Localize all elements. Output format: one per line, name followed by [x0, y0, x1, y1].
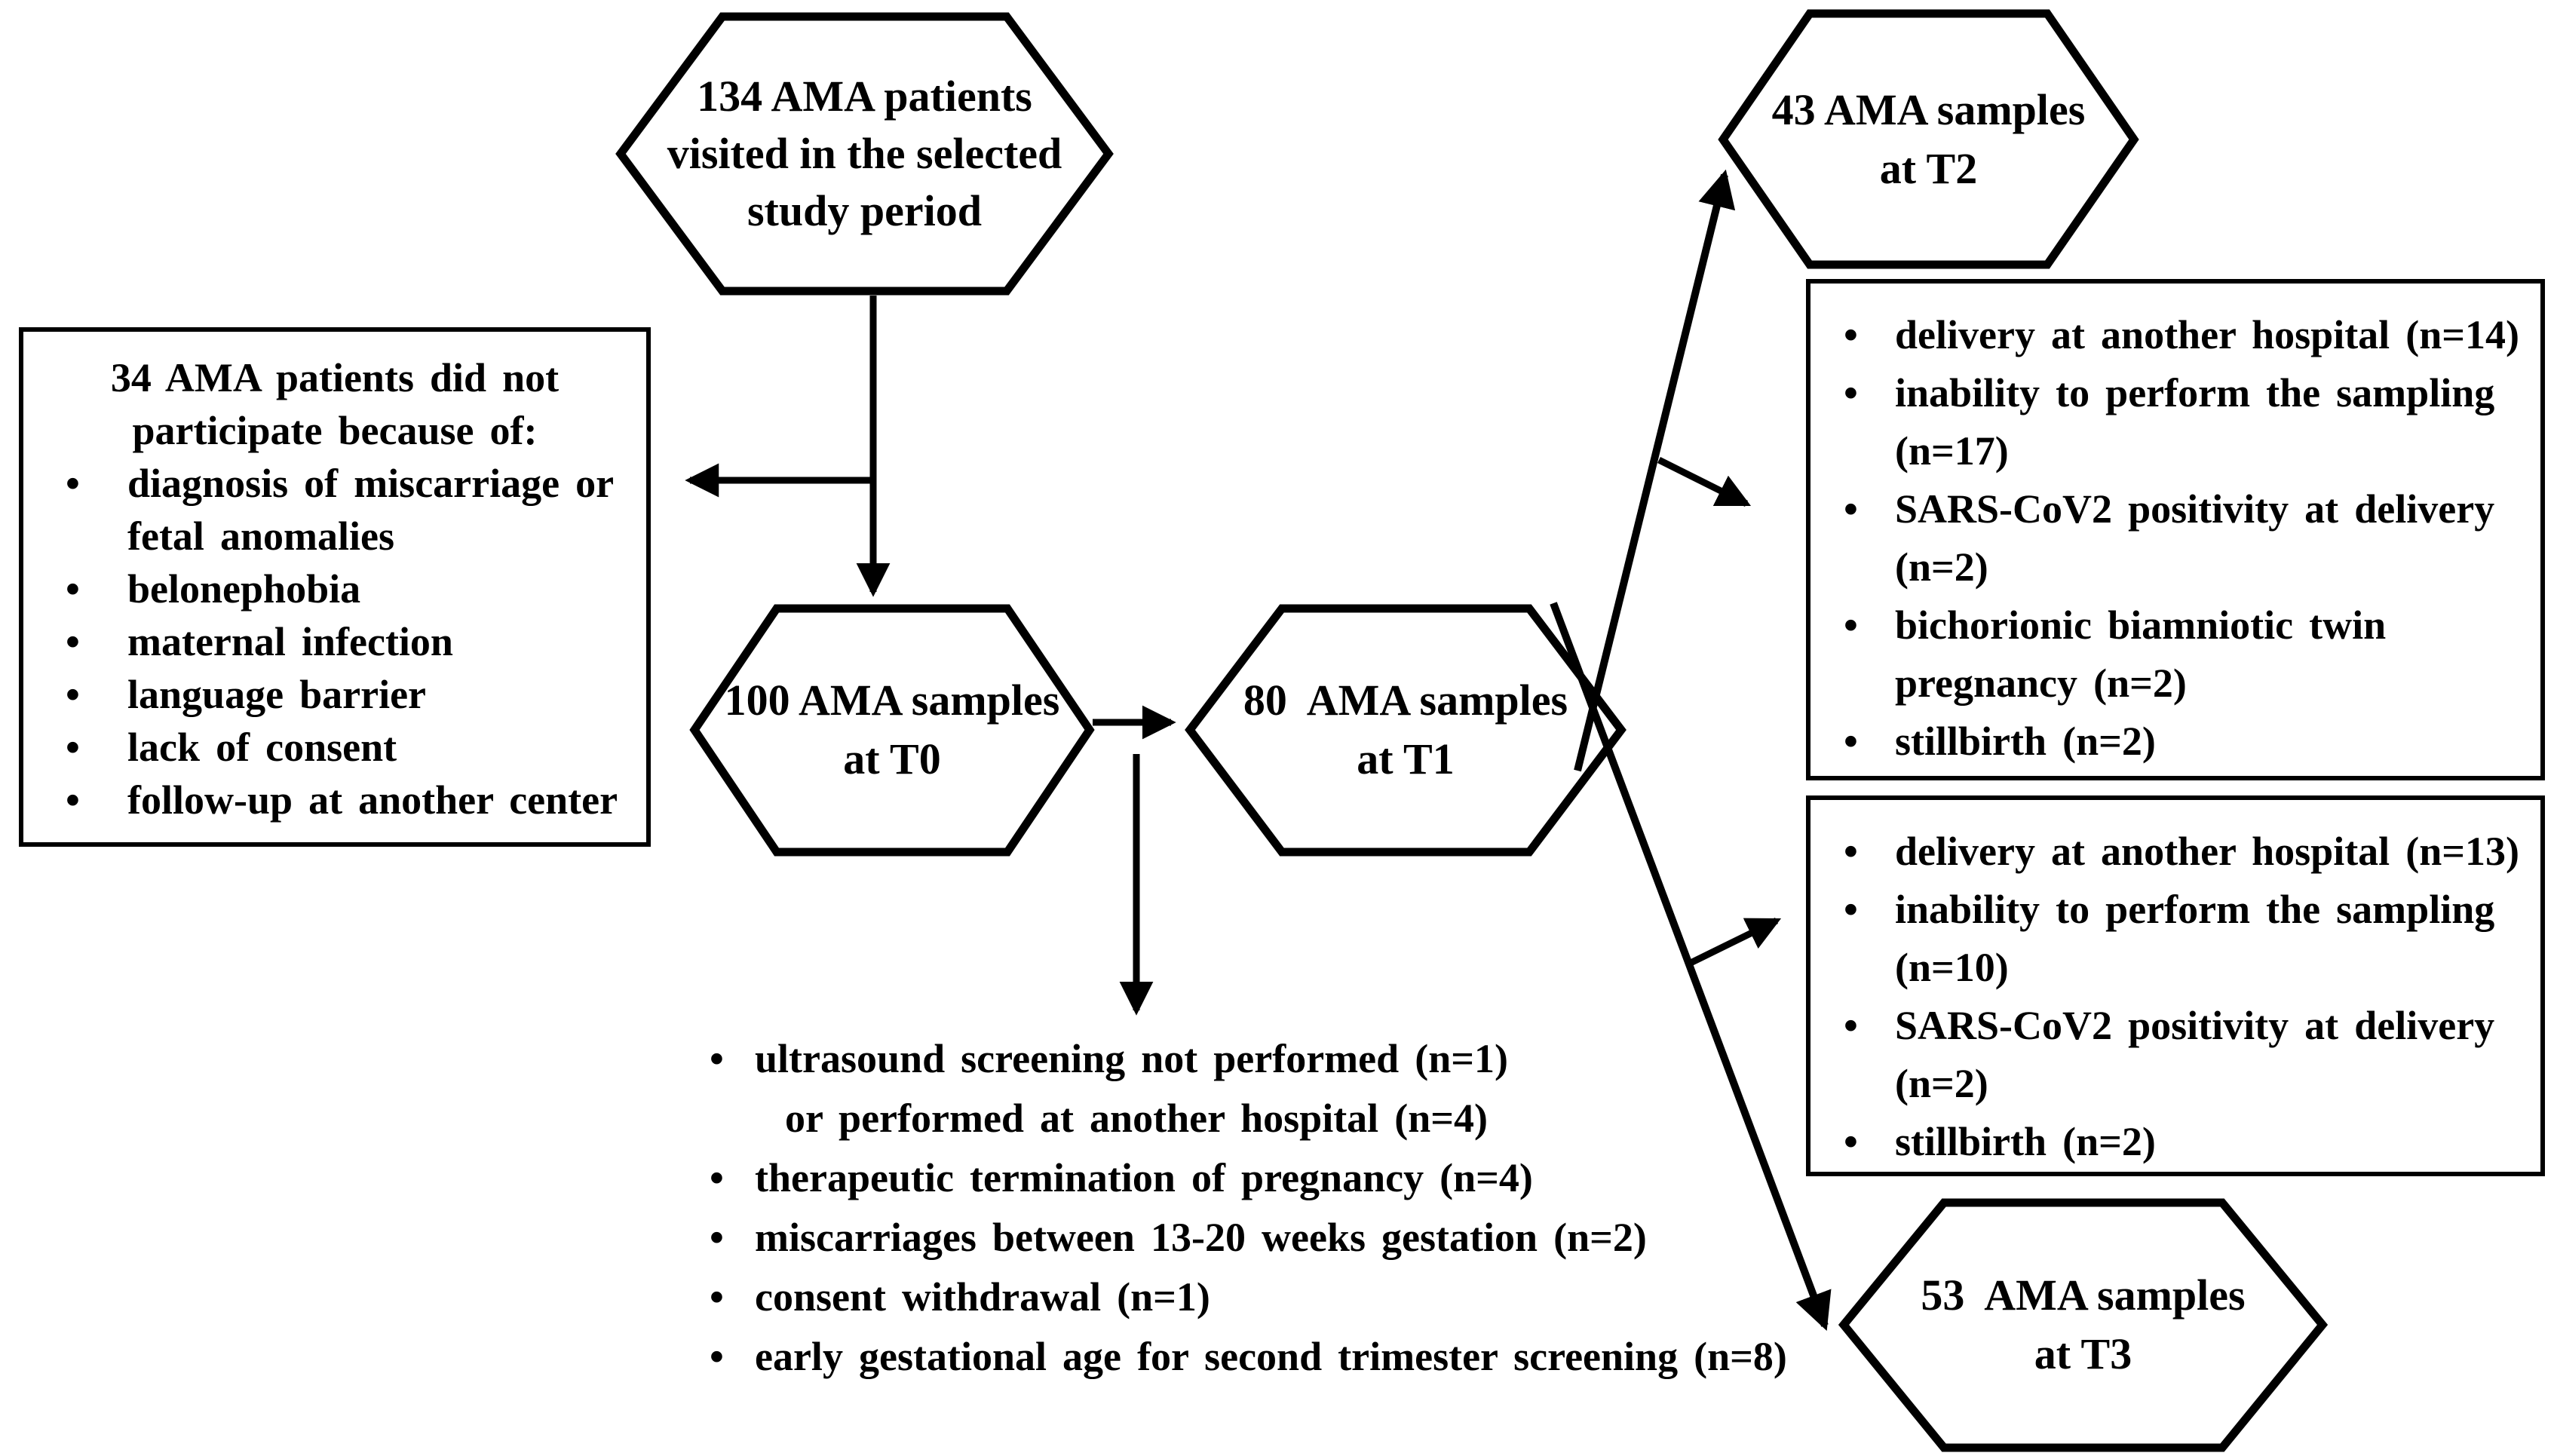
list-item-continuation: (n=10) — [1895, 945, 2009, 990]
t3-node-line: at T3 — [2034, 1329, 2132, 1378]
list-item: maternal infection — [23, 615, 646, 668]
start-node-line: study period — [747, 186, 982, 235]
list-item: lack of consent — [23, 721, 646, 774]
hexagon-t0 — [689, 604, 1095, 857]
nonparticipation-box-content: 34 AMA patients did not participate beca… — [23, 332, 646, 826]
list-item: stillbirth (n=2) — [1810, 713, 2540, 771]
t3-exclusion-box-content: delivery at another hospital (n=13) inab… — [1810, 800, 2540, 1171]
start-node-label: 134 AMA patients visited in the selected… — [621, 68, 1108, 240]
t3-node-line: 53 AMA samples — [1921, 1271, 2246, 1320]
list-item: delivery at another hospital (n=14) — [1810, 306, 2540, 364]
list-item: follow-up at another center — [23, 774, 646, 826]
hexagon-t2 — [1718, 9, 2139, 269]
t2-node-line: 43 AMA samples — [1771, 85, 2086, 134]
arrow-t1-to-t2 — [1574, 169, 1736, 772]
t2-node-line: at T2 — [1879, 144, 1978, 193]
list-item: ultrasound screening not performed (n=1) — [705, 1029, 1881, 1089]
t3-exclusion-box: delivery at another hospital (n=13) inab… — [1806, 795, 2545, 1176]
hexagon-start — [615, 12, 1114, 296]
list-item: inability to perform the sampling — [1810, 364, 2540, 422]
list-item: consent withdrawal (n=1) — [705, 1267, 1881, 1327]
t2-node-label: 43 AMA samples at T2 — [1723, 81, 2134, 198]
t0-node-label: 100 AMA samples at T0 — [694, 671, 1090, 789]
box-header: participate because of: — [132, 408, 538, 453]
list-item: belonephobia — [23, 562, 646, 615]
list-item: bichorionic biamniotic twin — [1810, 596, 2540, 654]
t1-node-label: 80 AMA samples at T1 — [1190, 671, 1621, 789]
t0-node-line: at T0 — [843, 734, 941, 783]
list-item-continuation: (n=2) — [1895, 1061, 1988, 1106]
list-item-continuation: (n=2) — [1895, 544, 1988, 590]
t1-node-line: 80 AMA samples — [1243, 676, 1568, 725]
list-item-continuation: pregnancy (n=2) — [1895, 661, 2187, 706]
arrow-to-t3-exclusion-box — [1688, 917, 1782, 967]
t3-node-label: 53 AMA samples at T3 — [1844, 1266, 2323, 1384]
list-item: stillbirth (n=2) — [1810, 1113, 2540, 1171]
t0-node-line: 100 AMA samples — [724, 676, 1060, 725]
t2-exclusion-box: delivery at another hospital (n=14) inab… — [1806, 279, 2545, 780]
list-item-continuation: fetal anomalies — [127, 513, 394, 559]
list-item: language barrier — [23, 668, 646, 721]
t0-exclusion-list: ultrasound screening not performed (n=1)… — [705, 1029, 1881, 1387]
list-item: SARS-CoV2 positivity at delivery — [1810, 480, 2540, 538]
box-header: 34 AMA patients did not — [110, 355, 560, 400]
list-item-continuation: or performed at another hospital (n=4) — [785, 1096, 1489, 1141]
t1-node-line: at T1 — [1357, 734, 1455, 783]
list-item: miscarriages between 13-20 weeks gestati… — [705, 1208, 1881, 1267]
list-item: delivery at another hospital (n=13) — [1810, 823, 2540, 881]
start-node-line: visited in the selected — [667, 129, 1062, 178]
list-item: inability to perform the sampling — [1810, 881, 2540, 939]
list-item-continuation: (n=17) — [1895, 428, 2009, 474]
hexagon-t1 — [1185, 604, 1627, 857]
list-item: therapeutic termination of pregnancy (n=… — [705, 1148, 1881, 1208]
arrow-to-t2-exclusion-box — [1657, 456, 1752, 507]
t2-exclusion-box-content: delivery at another hospital (n=14) inab… — [1810, 284, 2540, 771]
list-item: SARS-CoV2 positivity at delivery — [1810, 997, 2540, 1055]
nonparticipation-box: 34 AMA patients did not participate beca… — [19, 327, 651, 847]
list-item: diagnosis of miscarriage or — [23, 457, 646, 510]
start-node-line: 134 AMA patients — [697, 72, 1032, 121]
list-item: early gestational age for second trimest… — [705, 1327, 1881, 1387]
